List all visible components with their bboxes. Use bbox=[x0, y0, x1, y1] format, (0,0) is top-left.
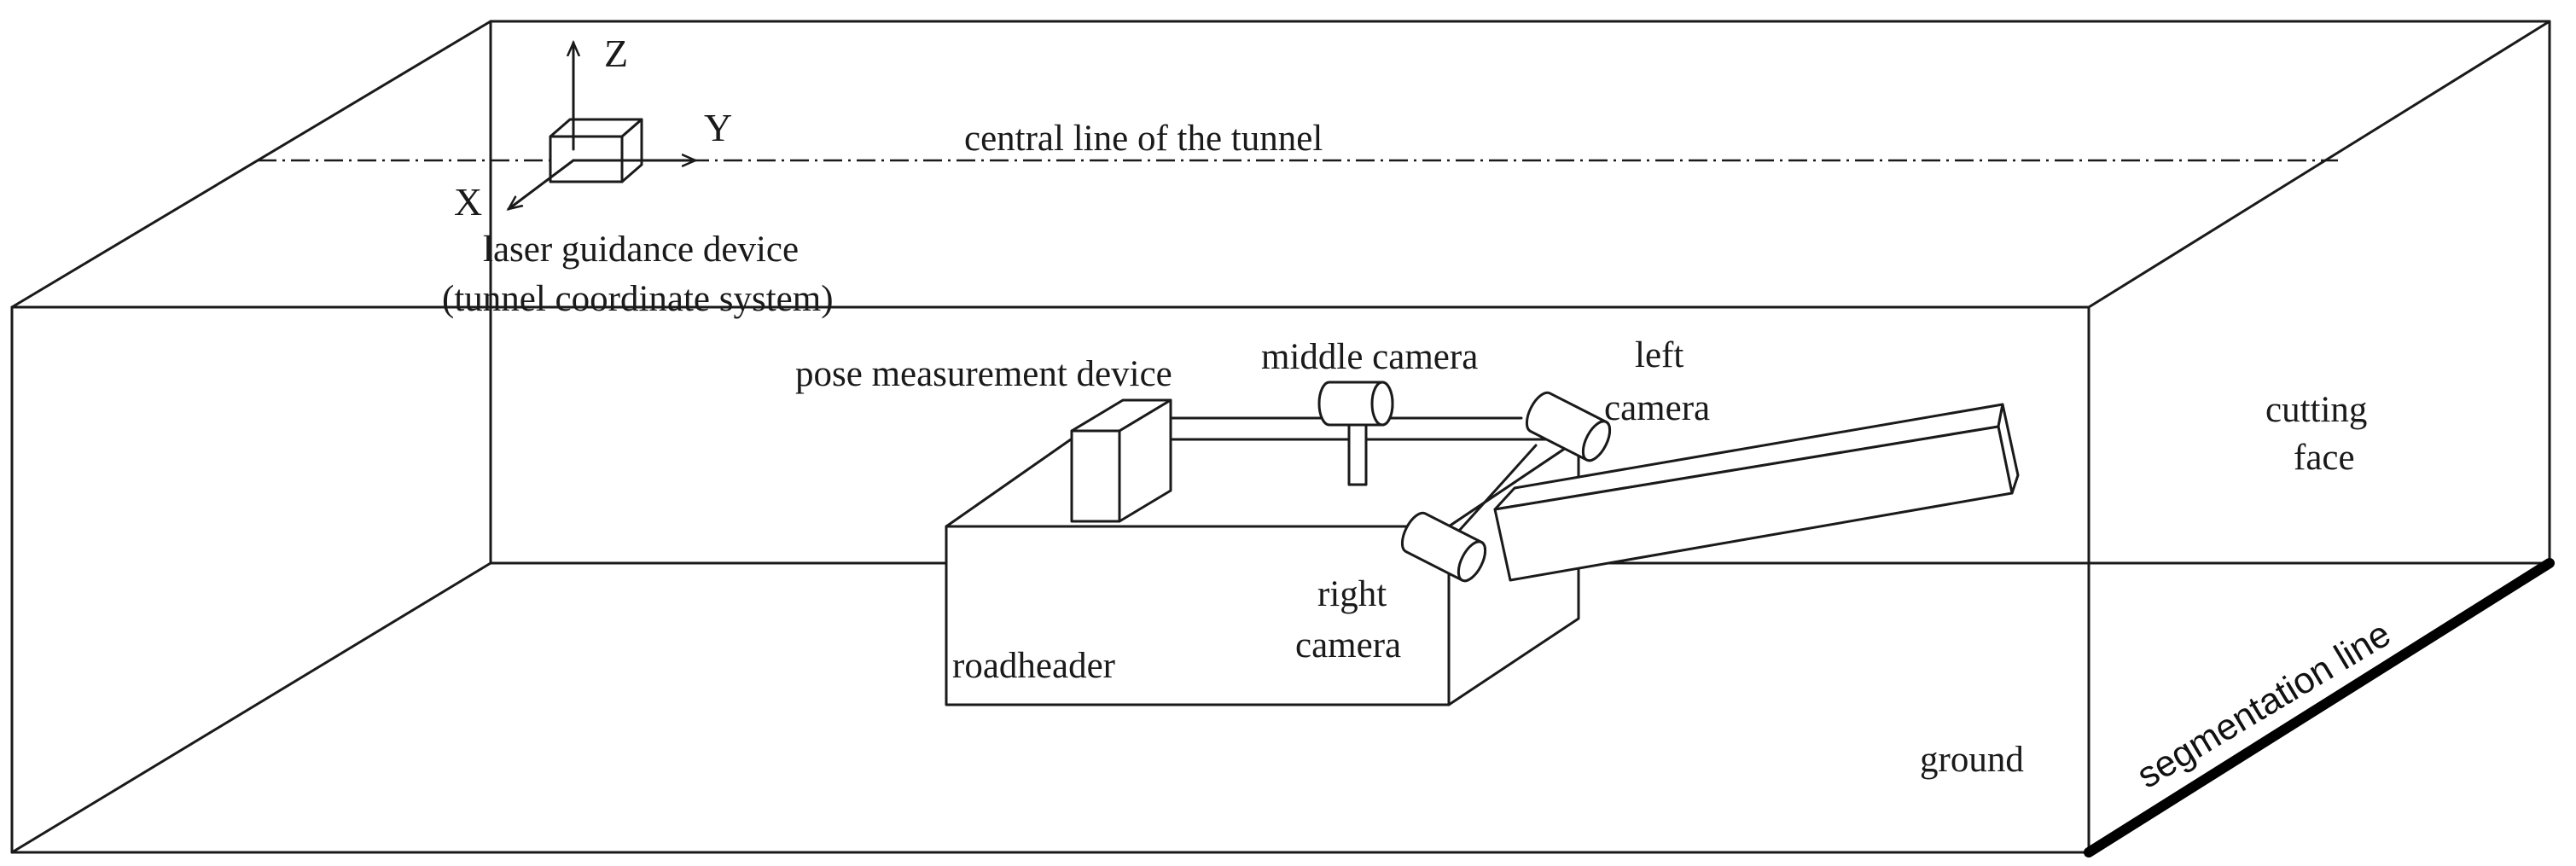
roadheader-label: roadheader bbox=[952, 646, 1115, 686]
left-camera-label-line1: left bbox=[1635, 335, 1683, 375]
middle-camera-stand bbox=[1347, 416, 1368, 486]
right-camera-lens bbox=[1457, 540, 1487, 583]
tunnel-edge-top-left bbox=[10, 20, 492, 309]
wire-left-to-right-camera bbox=[1457, 444, 1538, 532]
right-camera-label-line2: camera bbox=[1295, 625, 1401, 665]
ground-label: ground bbox=[1920, 740, 2024, 780]
x-axis-label: X bbox=[454, 180, 482, 224]
laser-device-label: laser guidance device bbox=[483, 230, 799, 270]
left-camera-lens bbox=[1581, 420, 1612, 462]
coordinate-axes bbox=[509, 43, 695, 209]
tunnel-coordinate-label: (tunnel coordinate system) bbox=[442, 279, 834, 319]
left-camera-label-line2: camera bbox=[1604, 388, 1710, 428]
segmentation-line bbox=[2084, 558, 2555, 857]
right-camera-label-line1: right bbox=[1317, 574, 1387, 614]
tunnel-edge-top-right bbox=[2087, 20, 2551, 309]
roadheader-front bbox=[945, 525, 1451, 706]
x-axis-arrow bbox=[509, 159, 575, 209]
central-line-label: central line of the tunnel bbox=[964, 119, 1323, 159]
tunnel-edge-bottom-left bbox=[10, 561, 492, 854]
z-axis-label: Z bbox=[604, 32, 628, 75]
cutting-face-label-line1: cutting bbox=[2265, 390, 2367, 430]
cutting-face-label-line2: face bbox=[2294, 438, 2355, 478]
y-axis-label: Y bbox=[704, 106, 732, 149]
pose-device-label: pose measurement device bbox=[795, 354, 1172, 394]
cutting-arm-side bbox=[1493, 425, 2014, 582]
left-camera bbox=[1525, 391, 1612, 462]
right-camera bbox=[1400, 511, 1487, 583]
pose-measurement-device bbox=[1070, 398, 1172, 523]
pose-device-front bbox=[1070, 429, 1121, 523]
middle-camera bbox=[1317, 381, 1394, 427]
laser-guidance-device bbox=[549, 118, 643, 183]
segmentation-line-label: segmentation line bbox=[2130, 613, 2398, 797]
cutting-arm bbox=[1493, 403, 2020, 582]
middle-camera-label: middle camera bbox=[1261, 337, 1478, 377]
middle-camera-lens bbox=[1370, 381, 1394, 427]
